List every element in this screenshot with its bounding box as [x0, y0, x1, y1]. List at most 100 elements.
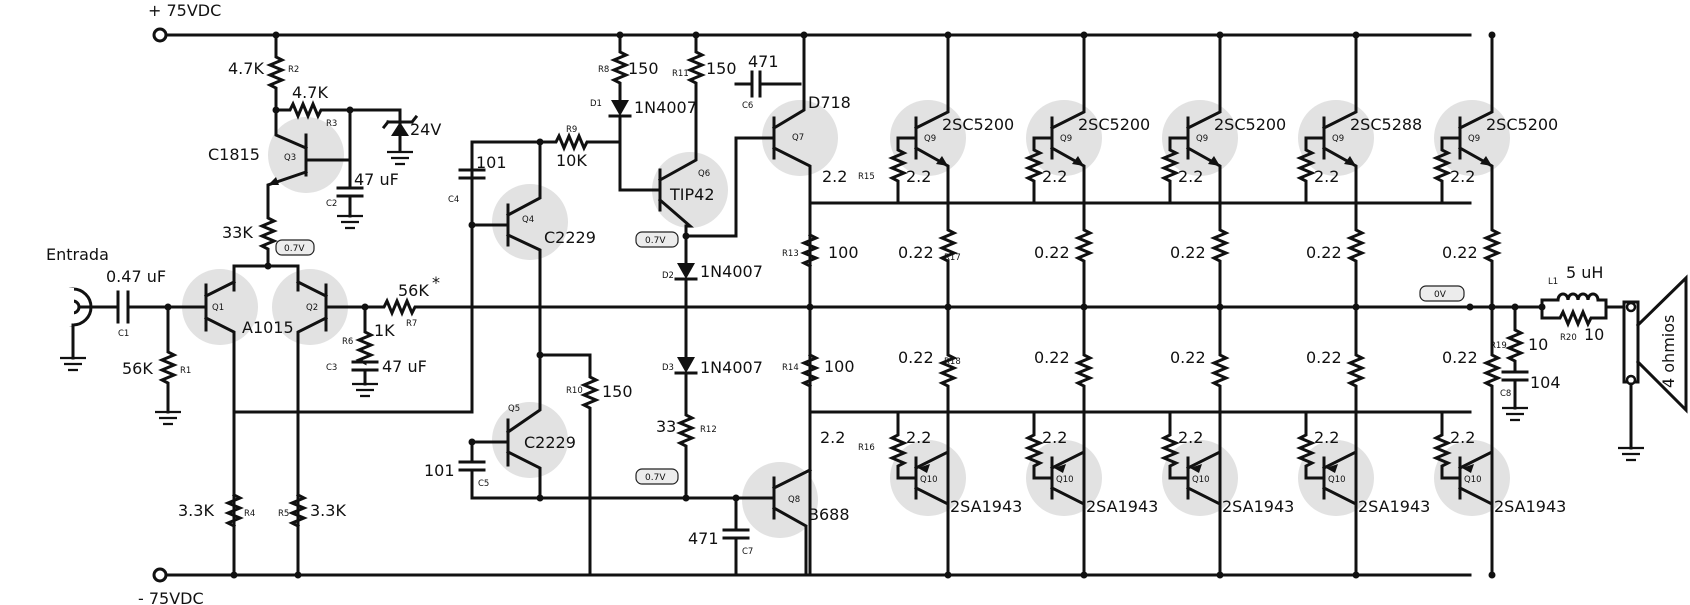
junction-dots [164, 31, 1546, 579]
r20-value: 10 [1584, 325, 1604, 344]
ground-icon [352, 382, 378, 398]
output-pnp-part: 2SA1943 [950, 497, 1022, 516]
output-npn-base-r-value: 2.2 [1042, 167, 1067, 186]
resistor-r12 [674, 348, 698, 500]
transistor-halo [272, 269, 348, 345]
resistor-r20 [1540, 305, 1608, 328]
r14-value: 100 [824, 357, 855, 376]
c6-ref: C6 [742, 101, 753, 111]
q6-part: TIP42 [669, 185, 715, 204]
transistor-halo [762, 100, 838, 176]
output-pnp-ref: Q10 [920, 475, 938, 485]
l1-ref: L1 [1548, 277, 1558, 287]
output-pnp-base-r-value: 2.2 [906, 428, 931, 447]
d2-ref: D2 [662, 271, 674, 281]
ground-icon [387, 150, 413, 166]
c5-ref: C5 [478, 479, 489, 489]
output-pnp-emitter-r-value: 0.22 [1170, 348, 1206, 367]
r2-ref: R2 [288, 65, 299, 75]
ground-icon [155, 410, 181, 426]
r15-ref: R15 [858, 172, 875, 182]
diode-d1 [611, 100, 629, 116]
diode-d2 [677, 263, 695, 279]
resistor-r1 [158, 305, 178, 414]
q2-ref: Q2 [306, 303, 318, 313]
resistor-r6 [355, 305, 375, 366]
lower-bias-voltage-pill: 0.7V [635, 468, 679, 485]
transistor-halo [182, 269, 258, 345]
output-pnp-ref: Q10 [1328, 475, 1346, 485]
diode-d3 [677, 357, 695, 373]
output-npn-base-resistor [1432, 136, 1462, 205]
upper-bias-voltage-pill: 0.7V [635, 231, 679, 248]
c8-ref: C8 [1500, 389, 1511, 399]
transistor-halo [492, 184, 568, 260]
transistor-halo [1162, 100, 1238, 176]
d3-ref: D3 [662, 363, 674, 373]
output-pnp-part: 2SA1943 [1358, 497, 1430, 516]
output-npn-emitter-r-value: 0.22 [1306, 243, 1342, 262]
r3-value: 4.7K [292, 83, 328, 102]
transistor-halo [1434, 100, 1510, 176]
r6-value: 1K [374, 321, 395, 340]
speaker-icon [1635, 274, 1688, 414]
svg-text:0.7V: 0.7V [645, 473, 666, 483]
r5-value: 3.3K [310, 501, 346, 520]
r18-ref: R18 [944, 357, 961, 367]
transistor-halo [890, 100, 966, 176]
zener-value: 24V [410, 120, 441, 139]
resistor-r13 [800, 232, 820, 269]
ground-icon [1502, 406, 1528, 422]
svg-text:0.7V: 0.7V [284, 244, 305, 254]
d3-part: 1N4007 [700, 358, 763, 377]
output-pnp-base-r-value: 2.2 [1042, 428, 1067, 447]
c2-value: 47 uF [354, 170, 399, 189]
r12-value: 33 [656, 417, 676, 436]
r2-value: 4.7K [228, 59, 264, 78]
output-pnp-part: 2SA1943 [1086, 497, 1158, 516]
r1-ref: R1 [180, 366, 191, 376]
output-npn-base-resistor [1160, 136, 1190, 205]
positive-rail-label: + 75VDC [148, 1, 221, 20]
output-npn-base-r-value: 2.2 [1450, 167, 1475, 186]
output-pnp-part: 2SA1943 [1494, 497, 1566, 516]
output-pnp-ref: Q10 [1192, 475, 1210, 485]
r11-value: 150 [706, 59, 737, 78]
r7-mark: * [432, 273, 440, 292]
r6-ref: R6 [342, 337, 353, 347]
zobel-r19-c8 [1501, 305, 1529, 410]
capacitor-c6 [734, 70, 802, 98]
q7-ref: Q7 [792, 133, 804, 143]
r-33k-value: 33K [222, 223, 253, 242]
capacitor-c1 [113, 290, 208, 324]
output-voltage-pill: 0V [1419, 285, 1465, 302]
ground-icon [1618, 446, 1644, 462]
r10-ref: R10 [566, 386, 583, 396]
c1-value: 0.47 uF [106, 267, 166, 286]
transistor-q5 [470, 353, 542, 500]
negative-rail-terminal [152, 567, 168, 583]
r7-ref: R7 [406, 319, 417, 329]
transistor-q4 [470, 140, 542, 357]
r15-value: 2.2 [822, 167, 847, 186]
output-npn-base-r-value: 2.2 [1314, 167, 1339, 186]
output-pnp-base-r-value: 2.2 [1314, 428, 1339, 447]
output-npn-emitter-r-value: 0.22 [1170, 243, 1206, 262]
output-npn-base-r-value: 2.2 [1178, 167, 1203, 186]
c1-ref: C1 [118, 329, 129, 339]
positive-rail-terminal [152, 27, 168, 43]
c4-value: 101 [476, 153, 507, 172]
transistor-q8 [734, 467, 813, 577]
c7-value: 471 [688, 529, 719, 548]
output-pnp-base-resistor [1160, 410, 1190, 480]
d2-part: 1N4007 [700, 262, 763, 281]
capacitor-c7 [722, 496, 750, 577]
ground-icon [337, 214, 363, 230]
c3-value: 47 uF [382, 357, 427, 376]
transistor-q3 [258, 108, 352, 268]
d1-ref: D1 [590, 99, 602, 109]
d1-part: 1N4007 [634, 98, 697, 117]
ground-icon [60, 356, 86, 372]
output-pnp-ref: Q10 [1056, 475, 1074, 485]
